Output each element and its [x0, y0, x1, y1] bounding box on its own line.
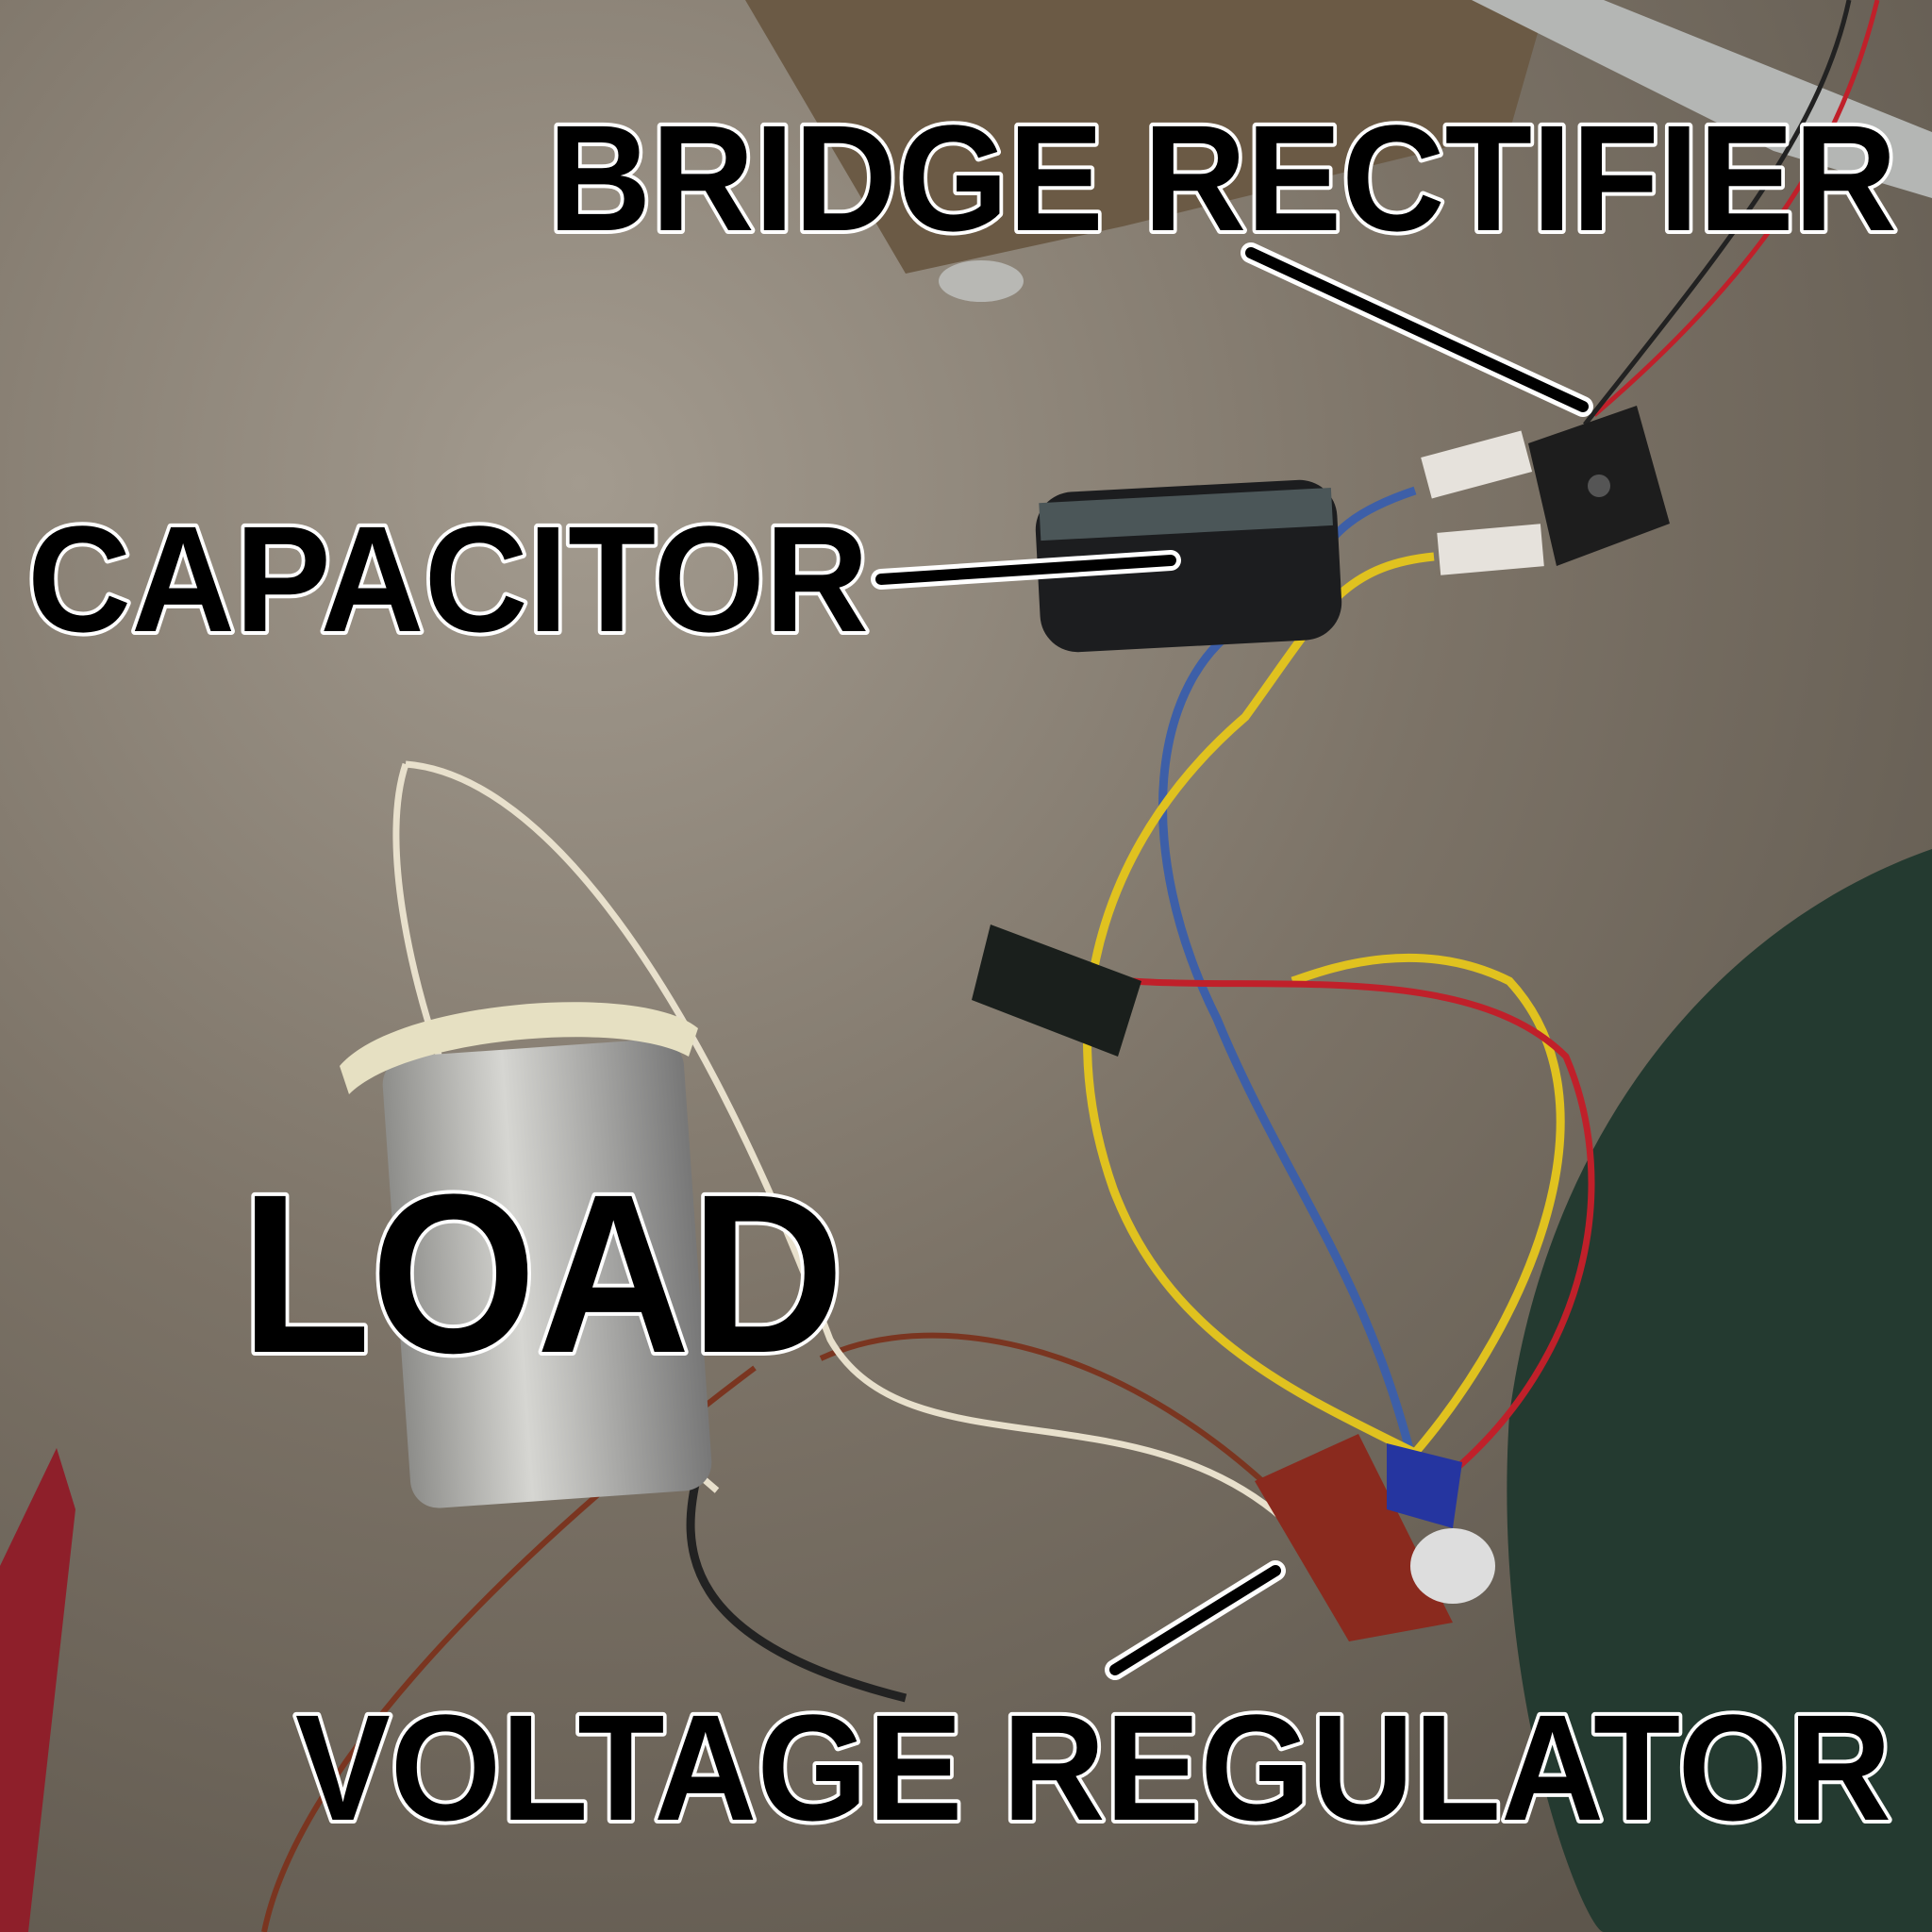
- label-bridge-rectifier: BRIDGE RECTIFIER: [548, 93, 1897, 262]
- label-voltage-regulator: VOLTAGE REGULATOR: [295, 1683, 1891, 1852]
- red-wire: [1592, 0, 1880, 417]
- brown-wire: [819, 1332, 1295, 1512]
- yellow-wire: [1083, 552, 1565, 1458]
- voltmeter-display: [972, 924, 1141, 1057]
- voltage-regulator-component: [1255, 1434, 1495, 1641]
- pointer-lines: [871, 242, 1593, 1680]
- motor-housing: [1507, 849, 1932, 1932]
- red-wire-regulator: [1131, 977, 1595, 1474]
- black-lead: [686, 1470, 908, 1703]
- bridge-pointer: [1245, 247, 1589, 412]
- label-capacitor: CAPACITOR: [27, 494, 869, 663]
- metal-pipe: [1472, 0, 1932, 198]
- capacitor-pointer: [875, 555, 1176, 585]
- wooden-block: [745, 0, 1547, 274]
- load-component: [340, 1002, 712, 1508]
- regulator-pointer: [1109, 1565, 1281, 1675]
- capacitor-component: [1035, 479, 1342, 653]
- label-load: LOAD: [241, 1147, 844, 1400]
- black-wire: [1583, 0, 1852, 426]
- washer: [939, 260, 1024, 302]
- pencil: [0, 1448, 75, 1932]
- bridge-rectifier-component: [1421, 406, 1670, 575]
